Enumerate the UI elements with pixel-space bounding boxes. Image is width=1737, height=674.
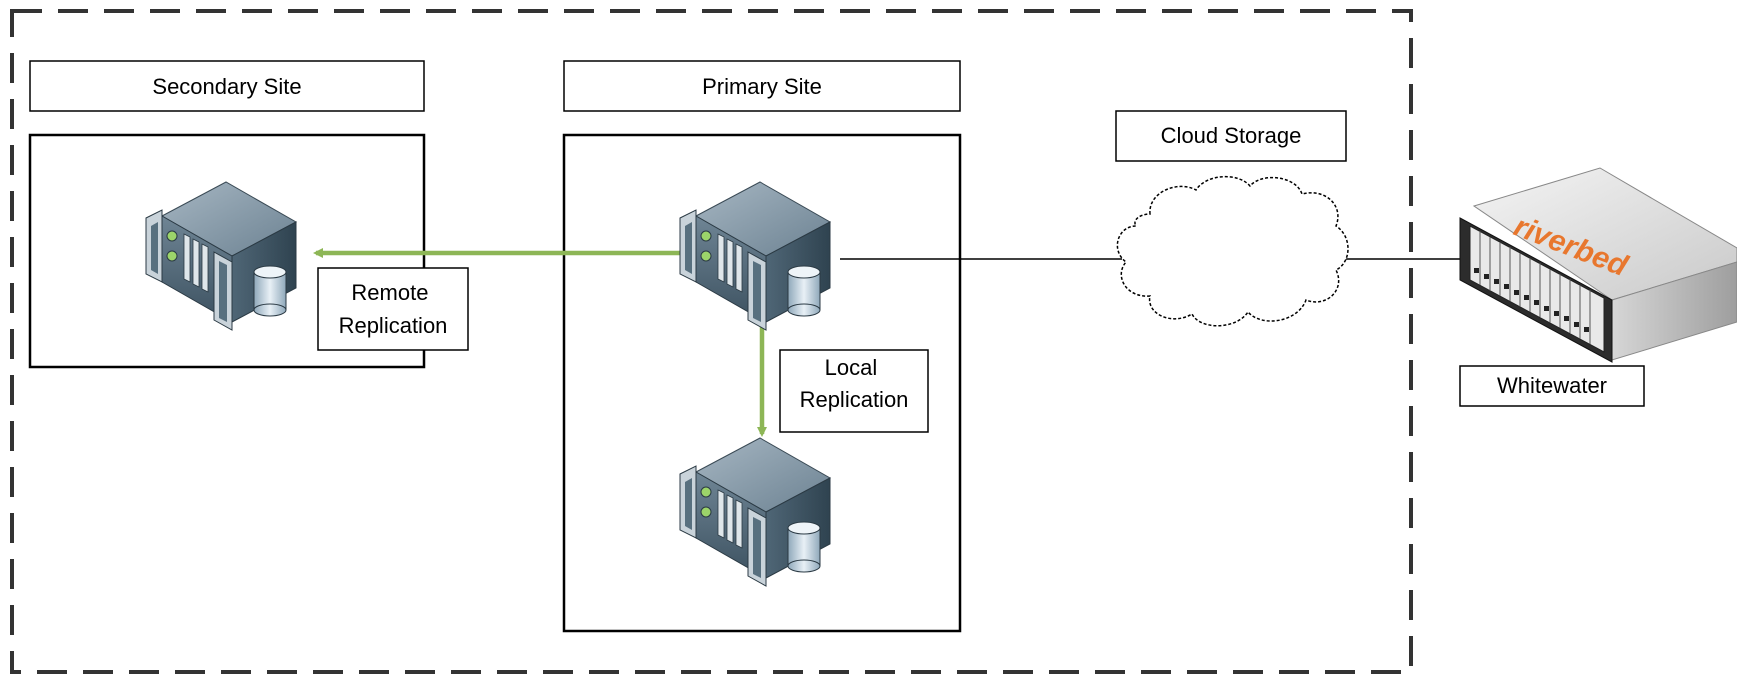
secondary-site-label-box: [29, 60, 425, 112]
storage-appliance-icon: riverbed: [1459, 167, 1737, 363]
local-replication-label-box: [779, 349, 929, 433]
secondary-site-label: Secondary Site: [152, 74, 301, 99]
cloud-icon: [1116, 175, 1349, 327]
local-replication-label: Local Replication: [800, 355, 909, 412]
primary-site-label: Primary Site: [702, 74, 822, 99]
remote-replication-label-box: [317, 267, 469, 351]
cloud-storage-label: Cloud Storage: [1161, 123, 1302, 148]
remote-replication-label: Remote Replication: [339, 280, 448, 338]
whitewater-label-box: [1459, 365, 1645, 407]
cloud-storage-label-box: [1115, 110, 1347, 162]
primary-site-label-box: [563, 60, 961, 112]
network-boundary: [10, 9, 1413, 674]
whitewater-label: Whitewater: [1497, 373, 1607, 398]
